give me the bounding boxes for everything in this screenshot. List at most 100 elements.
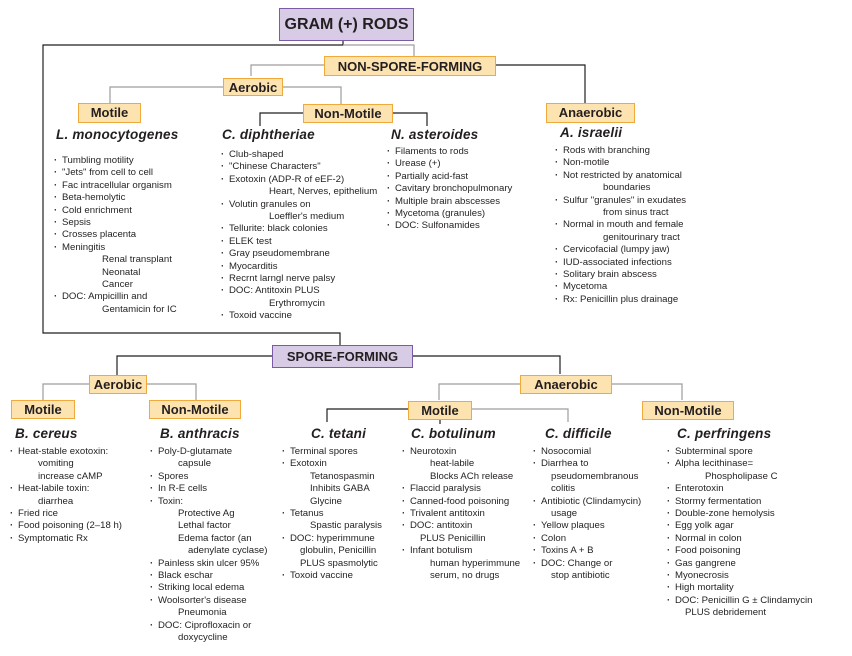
connector-nonmotile-cdiph — [259, 112, 303, 126]
non-spore-forming-box: NON-SPORE-FORMING — [324, 56, 496, 76]
feature-continuation: Cancer — [102, 279, 133, 291]
feature-continuation: capsule — [178, 458, 212, 470]
feature-continuation: pseudomembranous — [551, 470, 639, 482]
feature-continuation: doxycycline — [178, 632, 228, 644]
feature-continuation: Renal transplant — [102, 254, 172, 266]
feature-continuation: human hyperimmune — [430, 557, 521, 569]
feature-item: Volutin granules on — [221, 199, 377, 212]
feature-item: Non-motile — [555, 157, 686, 170]
feature-item: Club-shaped — [221, 149, 377, 162]
features-a-israelii: Rods with branchingNon-motileNot restric… — [555, 145, 686, 307]
features-c-diphtheriae: Club-shaped"Chinese Characters"Exotoxin … — [221, 149, 377, 323]
feature-item: Gray pseudomembrane — [221, 248, 377, 261]
connector-spore-anaerobic — [413, 355, 561, 374]
feature-item: DOC: Penicillin G ± Clindamycin — [667, 595, 812, 608]
feature-item: Neurotoxin — [402, 446, 520, 459]
feature-continuation: stop antibiotic — [551, 570, 610, 582]
feature-item: Beta-hemolytic — [54, 192, 177, 205]
feature-item: IUD-associated infections — [555, 257, 686, 270]
feature-item: Recrnt larngl nerve palsy — [221, 273, 377, 286]
feature-item: Gas gangrene — [667, 558, 812, 571]
feature-item: Poly-D-glutamate — [150, 446, 267, 459]
feature-item: Cold enrichment — [54, 205, 177, 218]
feature-item: Exotoxin — [282, 458, 382, 471]
feature-item: Toxoid vaccine — [282, 570, 382, 583]
feature-continuation: diarrhea — [38, 495, 74, 507]
feature-item: Woolsorter's disease — [150, 595, 267, 608]
feature-item: Nosocomial — [533, 446, 641, 459]
feature-item: Tumbling motility — [54, 155, 177, 168]
ns-anaerobic-label: Anaerobic — [558, 105, 623, 120]
feature-item: Mycetoma (granules) — [387, 208, 512, 221]
sp-aerobic-box: Aerobic — [89, 375, 147, 394]
sp-aerobic-label: Aerobic — [93, 377, 143, 392]
feature-continuation: boundaries — [603, 182, 651, 194]
feature-item: Yellow plaques — [533, 520, 641, 533]
feature-item: Subterminal spore — [667, 446, 812, 459]
sp-anaerobic-nonmotile-label: Non-Motile — [654, 403, 722, 418]
feature-continuation: Heart, Nerves, epithelium — [269, 186, 378, 198]
feature-item: DOC: Antitoxin PLUS — [221, 285, 377, 298]
feature-item: Myonecrosis — [667, 570, 812, 583]
connector-motile-ctetani — [326, 408, 408, 422]
feature-item: Normal in colon — [667, 533, 812, 546]
feature-continuation: Edema factor (an — [178, 532, 252, 544]
organism-c-perfringens: C. perfringens — [677, 426, 772, 441]
feature-item: Enterotoxin — [667, 483, 812, 496]
connector-nonspore-anaerobic — [496, 64, 586, 103]
feature-continuation: Glycine — [310, 495, 342, 507]
feature-continuation: usage — [551, 508, 578, 520]
feature-item: Crosses placenta — [54, 229, 177, 242]
sp-aerobic-nonmotile-label: Non-Motile — [161, 402, 229, 417]
connector-sp-aerobic-motile — [42, 383, 89, 400]
feature-item: Food poisoning (2–18 h) — [10, 520, 122, 533]
feature-continuation: Phospholipase C — [705, 470, 778, 482]
connector-root-frame — [42, 40, 344, 346]
organism-b-anthracis: B. anthracis — [160, 426, 240, 441]
feature-item: Toxins A + B — [533, 545, 641, 558]
feature-item: Cavitary bronchopulmonary — [387, 183, 512, 196]
feature-item: Filaments to rods — [387, 146, 512, 159]
feature-item: Colon — [533, 533, 641, 546]
feature-item: Spores — [150, 471, 267, 484]
connector-nonmotile-nast — [393, 112, 428, 126]
feature-item: High mortality — [667, 582, 812, 595]
feature-continuation: Gentamicin for IC — [102, 303, 177, 315]
feature-continuation: heat-labile — [430, 458, 475, 470]
feature-item: Fac intracellular organism — [54, 180, 177, 193]
feature-item: Toxin: — [150, 496, 267, 509]
feature-item: Sepsis — [54, 217, 177, 230]
feature-item: Myocarditis — [221, 261, 377, 274]
feature-continuation: Protective Ag — [178, 508, 235, 520]
feature-item: Heat-labile toxin: — [10, 483, 122, 496]
feature-item: Egg yolk agar — [667, 520, 812, 533]
feature-item: Meningitis — [54, 242, 177, 255]
features-c-tetani: Terminal sporesExotoxinTetanospasminInhi… — [282, 446, 382, 583]
sp-aerobic-motile-box: Motile — [11, 400, 75, 419]
features-b-anthracis: Poly-D-glutamatecapsuleSporesIn R-E cell… — [150, 446, 267, 645]
feature-continuation: Neonatal — [102, 266, 141, 278]
feature-item: Tellurite: black colonies — [221, 223, 377, 236]
feature-item: Striking local edema — [150, 582, 267, 595]
feature-item: Flaccid paralysis — [402, 483, 520, 496]
feature-item: DOC: Sulfonamides — [387, 220, 512, 233]
feature-item: "Chinese Characters" — [221, 161, 377, 174]
feature-continuation: genitourinary tract — [603, 231, 680, 243]
ns-aerobic-nonmotile-label: Non-Motile — [314, 106, 382, 121]
feature-item: Rods with branching — [555, 145, 686, 158]
feature-item: Normal in mouth and female — [555, 219, 686, 232]
sp-anaerobic-motile-label: Motile — [421, 403, 459, 418]
organism-c-botulinum: C. botulinum — [411, 426, 496, 441]
feature-item: Fried rice — [10, 508, 122, 521]
feature-continuation: Pneumonia — [178, 607, 227, 619]
feature-item: Diarrhea to — [533, 458, 641, 471]
spore-forming-box: SPORE-FORMING — [272, 345, 413, 368]
sp-anaerobic-nonmotile-box: Non-Motile — [642, 401, 734, 420]
non-spore-forming-label: NON-SPORE-FORMING — [337, 59, 483, 74]
sp-aerobic-nonmotile-box: Non-Motile — [149, 400, 241, 419]
feature-continuation: vomiting — [38, 458, 74, 470]
feature-continuation: Inhibits GABA — [310, 483, 370, 495]
feature-continuation: Lethal factor — [178, 520, 231, 532]
